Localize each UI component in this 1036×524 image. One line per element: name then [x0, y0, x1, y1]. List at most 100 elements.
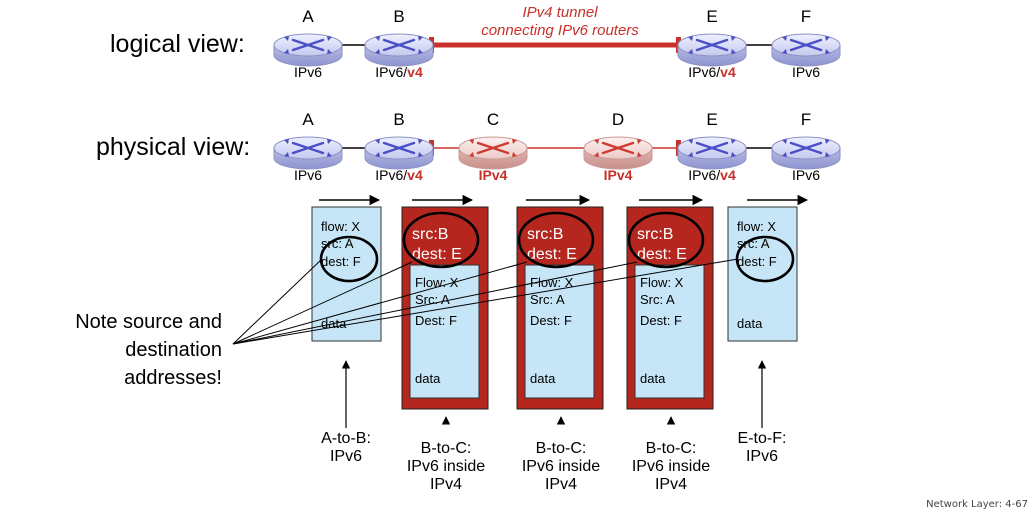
inner-ipv6-packet: [634, 264, 705, 399]
router-arrow-head: [327, 36, 332, 41]
router-arrow-head: [327, 139, 332, 144]
router-arrow-head: [512, 152, 517, 157]
router-physical-e: [677, 136, 747, 170]
packet-data-label: data: [415, 371, 441, 386]
proto-part: IPv6: [294, 167, 322, 183]
packet-field: Dest: F: [640, 313, 682, 328]
proto-part: v4: [407, 167, 423, 183]
router-letter: B: [393, 110, 404, 129]
packet-data-label: data: [737, 316, 763, 331]
packet-caption: IPv6 inside: [632, 458, 710, 475]
packet-caption: IPv4: [545, 476, 577, 493]
proto-part: v4: [407, 64, 423, 80]
outer-dest-header: dest: E: [527, 246, 577, 263]
router-arrow: [789, 38, 823, 52]
router-arrow-head: [637, 139, 642, 144]
tunnel-caption: IPv4 tunnel: [522, 4, 598, 21]
inner-ipv6-packet: [524, 264, 595, 399]
router-logical-f: [771, 33, 841, 67]
packet-field: Dest: F: [530, 313, 572, 328]
note-pointer-line: [232, 258, 739, 345]
packet-field: Flow: X: [530, 275, 574, 290]
router-arrow-head: [418, 36, 423, 41]
router-arrow-head: [327, 152, 332, 157]
packet-field: Src: A: [640, 292, 675, 307]
packet-caption: B-to-C:: [536, 440, 587, 457]
packet-caption: IPv6 inside: [407, 458, 485, 475]
router-arrow: [695, 141, 729, 155]
outer-src-header: src:B: [527, 226, 563, 243]
proto-part: IPv6/: [688, 167, 720, 183]
packet-caption: IPv6: [330, 448, 362, 465]
packet-field: dest: F: [321, 254, 361, 269]
packet-caption: A-to-B:: [321, 430, 371, 447]
address-highlight-circle: [627, 211, 705, 269]
packet-caption: IPv6: [746, 448, 778, 465]
router-arrow-head: [418, 139, 423, 144]
packet-data-label: data: [530, 371, 556, 386]
packet-caption: IPv4: [430, 476, 462, 493]
proto-part: IPv6: [792, 167, 820, 183]
packet-caption: IPv6 inside: [522, 458, 600, 475]
proto-part: IPv6: [294, 64, 322, 80]
packet-field: src: A: [737, 236, 770, 251]
note-pointer-line: [232, 261, 528, 345]
note-pointer-line: [232, 258, 323, 345]
router-arrow-head: [688, 49, 693, 54]
router-arrow-head: [782, 139, 787, 144]
packet-caption: E-to-F:: [738, 430, 787, 447]
router-protocol-label: IPv4: [479, 167, 508, 183]
router-letter: A: [302, 110, 314, 129]
router-arrow-head: [825, 152, 830, 157]
packet-field: flow: X: [321, 219, 360, 234]
router-arrow: [601, 141, 635, 155]
router-arrow-head: [825, 139, 830, 144]
note-line: Note source and: [75, 311, 222, 333]
router-letter: E: [706, 110, 717, 129]
router-letter: A: [302, 7, 314, 26]
proto-part: IPv4: [604, 167, 633, 183]
router-arrow-head: [594, 139, 599, 144]
slide-footer: Network Layer: 4-67: [926, 499, 1028, 510]
router-arrow: [291, 141, 325, 155]
router-letter: F: [801, 110, 811, 129]
router-letter: B: [393, 7, 404, 26]
router-arrow-head: [512, 139, 517, 144]
packet-field: Src: A: [530, 292, 565, 307]
router-arrow-head: [637, 152, 642, 157]
router-physical-b: [364, 136, 434, 170]
packet-caption: B-to-C:: [421, 440, 472, 457]
router-arrow-head: [375, 36, 380, 41]
proto-part: IPv6/: [375, 64, 407, 80]
router-arrow-head: [782, 49, 787, 54]
router-arrow-head: [418, 152, 423, 157]
proto-part: IPv6/: [688, 64, 720, 80]
packet-field: dest: F: [737, 254, 777, 269]
physical-view-label: physical view:: [96, 133, 251, 161]
router-letter: F: [801, 7, 811, 26]
router-arrow: [382, 38, 416, 52]
proto-part: IPv6: [792, 64, 820, 80]
proto-part: v4: [720, 167, 736, 183]
router-protocol-label: IPv6: [294, 64, 322, 80]
router-arrow-head: [731, 139, 736, 144]
router-protocol-label: IPv6: [294, 167, 322, 183]
packet-field: Flow: X: [640, 275, 684, 290]
router-physical-a: [273, 136, 343, 170]
router-arrow: [695, 38, 729, 52]
address-highlight-circle: [402, 211, 480, 269]
router-protocol-label: IPv6/v4: [688, 64, 736, 80]
outer-dest-header: dest: E: [412, 246, 462, 263]
router-arrow-head: [731, 152, 736, 157]
router-protocol-label: IPv6/v4: [375, 64, 423, 80]
proto-part: v4: [720, 64, 736, 80]
note-line: addresses!: [124, 367, 222, 389]
note-line: destination: [125, 339, 222, 361]
router-arrow-head: [782, 152, 787, 157]
router-letter: E: [706, 7, 717, 26]
inner-ipv6-packet: [409, 264, 480, 399]
